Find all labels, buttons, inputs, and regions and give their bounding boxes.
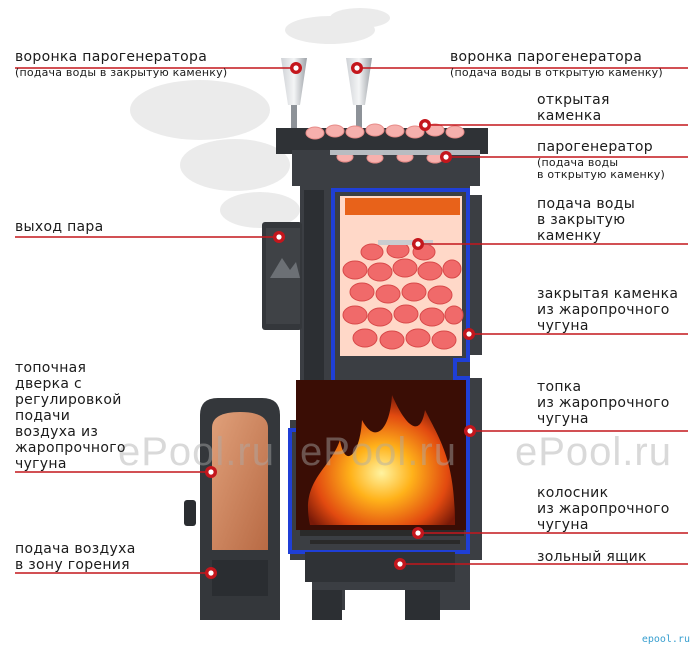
- marker-grate: [412, 527, 424, 539]
- marker-air-supply: [205, 567, 217, 579]
- watermark-1: ePool.ru: [118, 430, 275, 474]
- ash-box: [305, 552, 455, 582]
- leg-right: [405, 590, 440, 620]
- label-steam-generator-sub: (подача воды в открытую каменку): [537, 156, 665, 181]
- label-firebox: топка из жаропрочного чугуна: [537, 379, 670, 427]
- water-pipe: [378, 240, 433, 245]
- label-open-heater: открытая каменка: [537, 92, 610, 124]
- firebox-door: [184, 398, 280, 620]
- marker-steam-outlet: [273, 231, 285, 243]
- leader-lines: [15, 67, 688, 574]
- label-steam-outlet: выход пара: [15, 219, 104, 235]
- label-funnel-closed-sub: (подача воды в закрытую каменку): [15, 66, 228, 79]
- callout-markers: [205, 62, 476, 579]
- label-grate: колосник из жаропрочного чугуна: [537, 485, 670, 533]
- upper-flames: [345, 198, 460, 215]
- label-funnel-open: воронка парогенератора: [450, 49, 643, 65]
- label-water-closed: подача воды в закрытую каменку: [537, 196, 636, 244]
- fire-flames: [307, 395, 455, 525]
- marker-funnel-open: [351, 62, 363, 74]
- marker-water-closed: [412, 238, 424, 250]
- label-steam-generator: парогенератор: [537, 139, 653, 155]
- label-firebox-door: топочная дверка с регулировкой подачи во…: [15, 360, 126, 472]
- marker-firebox: [464, 425, 476, 437]
- marker-open-heater: [419, 119, 431, 131]
- open-heater-tray: [276, 123, 488, 186]
- steam-outlet-panel: [266, 228, 300, 324]
- leg-left: [312, 590, 342, 620]
- grate-bars: [300, 530, 464, 544]
- label-closed-heater: закрытая каменка из жаропрочного чугуна: [537, 286, 679, 334]
- watermark-2: ePool.ru: [300, 430, 457, 474]
- steam-cloud: [130, 8, 390, 228]
- corner-watermark: epool.ru: [641, 634, 690, 645]
- marker-steam-generator: [440, 151, 452, 163]
- label-funnel-closed: воронка парогенератора: [15, 49, 208, 65]
- marker-firebox-door: [205, 466, 217, 478]
- watermark-3: ePool.ru: [515, 430, 672, 474]
- label-funnel-open-sub: (подача воды в открытую каменку): [450, 66, 663, 79]
- marker-closed-heater: [463, 328, 475, 340]
- label-air-supply: подача воздуха в зону горения: [15, 541, 136, 573]
- marker-funnel-closed: [290, 62, 302, 74]
- label-ash-box: зольный ящик: [537, 549, 647, 565]
- marker-ash-box: [394, 558, 406, 570]
